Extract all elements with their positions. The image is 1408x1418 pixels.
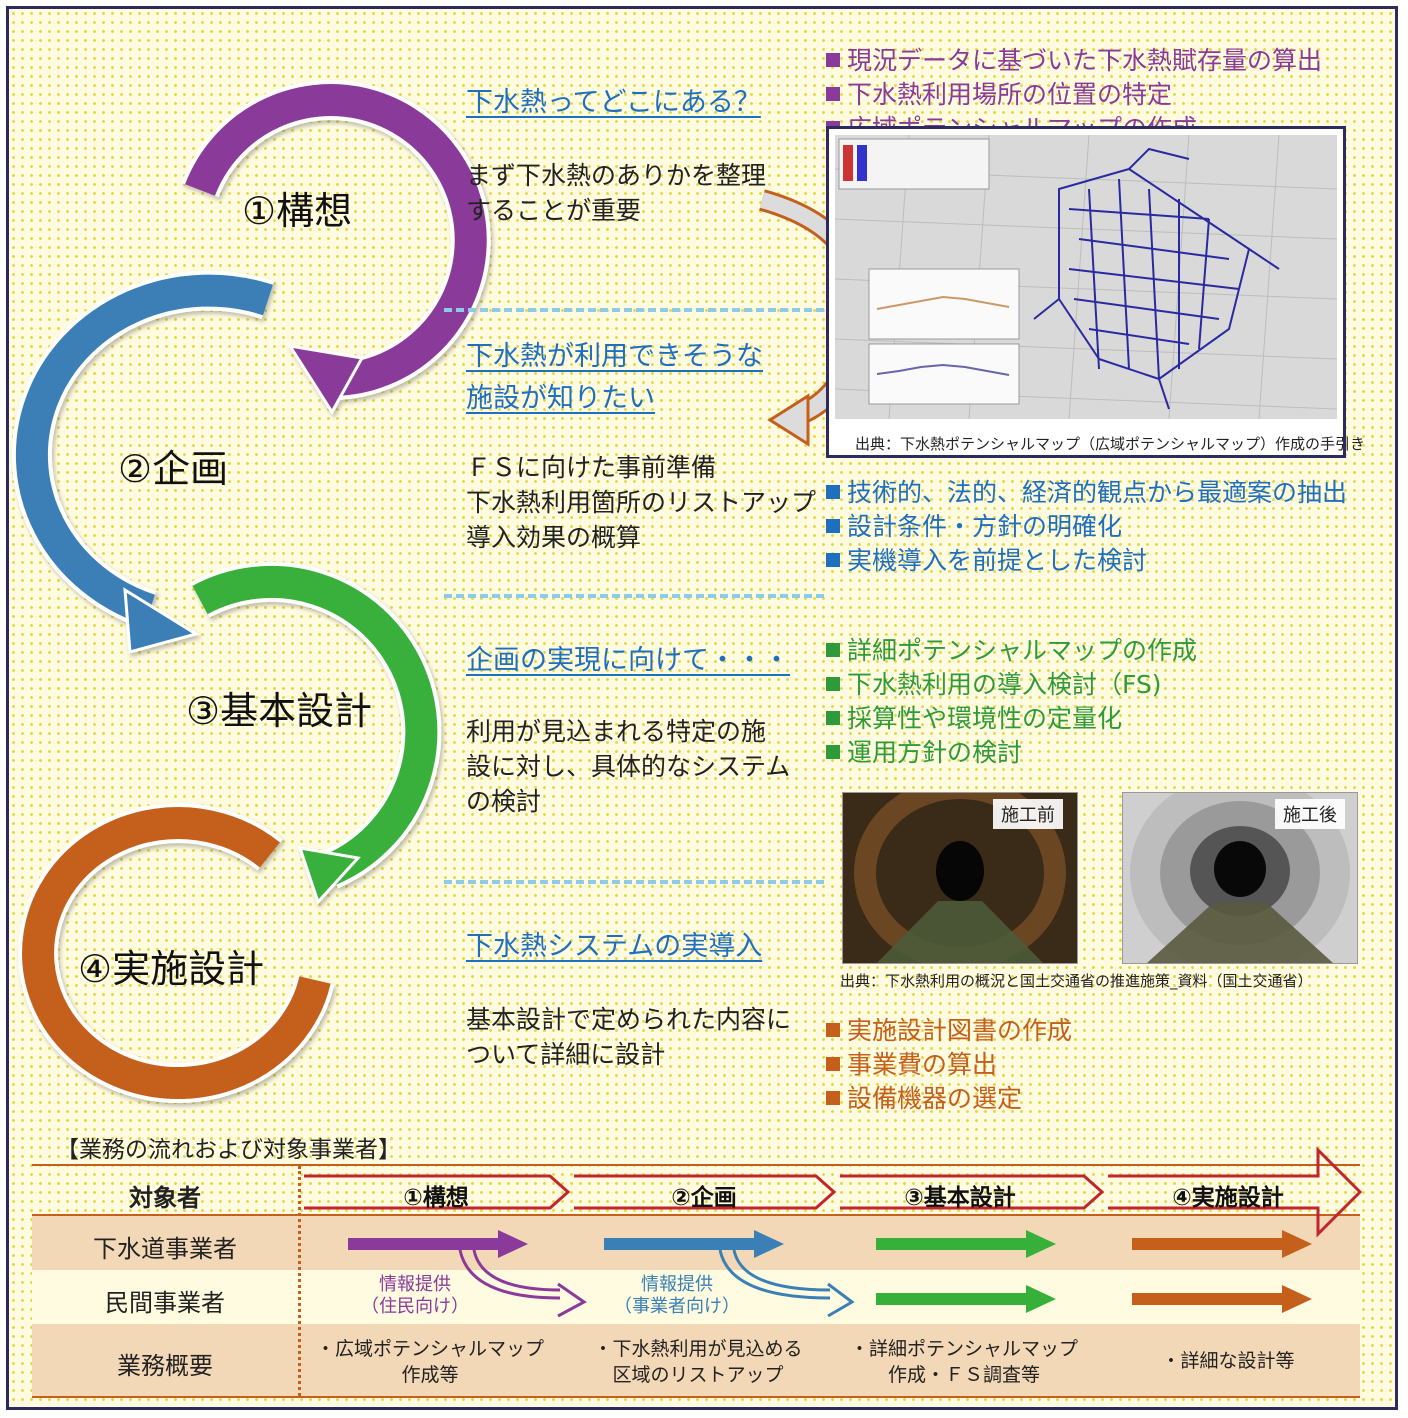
photo-tag-after: 施工後 xyxy=(1275,799,1345,829)
info-provision-businesses: 情報提供 （事業者向け） xyxy=(614,1274,740,1317)
map-caption: 出典：下水熱ポテンシャルマップ（広域ポテンシャルマップ）作成の手引き xyxy=(855,435,1366,453)
phase-header-kikaku: ②企画 xyxy=(671,1185,737,1211)
sewer-pipe-before-image xyxy=(854,793,1066,963)
table-header-rule xyxy=(32,1214,1360,1216)
table-bottom-rule xyxy=(32,1396,1360,1398)
square-bullet-icon xyxy=(826,1023,840,1037)
bullet-item: 運用方針の検討 xyxy=(826,736,1197,770)
arrow-jisshi xyxy=(18,803,335,1103)
description-3: 利用が見込まれる特定の施 設に対し、具体的なシステム の検討 xyxy=(466,717,791,816)
bullet-item: 事業費の算出 xyxy=(826,1048,1072,1082)
bullet-item: 実機導入を前提とした検討 xyxy=(826,544,1347,578)
summary-kihon: ・詳細ポテンシャルマップ 作成・ＦＳ調査等 xyxy=(849,1338,1078,1386)
info-provision-residents: 情報提供 （住民向け） xyxy=(361,1274,469,1317)
square-bullet-icon xyxy=(826,711,840,725)
photo-before-construction: 施工前 xyxy=(842,792,1078,964)
row-label-work-summary: 業務概要 xyxy=(117,1352,213,1380)
potential-map-image xyxy=(834,134,1338,419)
bullet-item: 設備機器の選定 xyxy=(826,1082,1072,1116)
bullets-kihon: 詳細ポテンシャルマップの作成 下水熱利用の導入検討（FS) 採算性や環境性の定量… xyxy=(826,634,1197,770)
row-label-sewer-operator: 下水道事業者 xyxy=(93,1235,237,1263)
phase-header-kihon: ③基本設計 xyxy=(904,1185,1016,1211)
bullet-item: 詳細ポテンシャルマップの作成 xyxy=(826,634,1197,668)
question-2: 下水熱が利用できそうな 施設が知りたい xyxy=(466,341,763,414)
separator-1 xyxy=(444,308,824,312)
stage-label-kousou: ①構想 xyxy=(242,189,353,233)
table-column-divider xyxy=(298,1166,301,1396)
bullet-item: 下水熱利用の導入検討（FS) xyxy=(826,668,1197,702)
description-1: まず下水熱のありかを整理 することが重要 xyxy=(466,161,767,225)
bullet-item: 下水熱利用場所の位置の特定 xyxy=(826,78,1322,112)
description-4: 基本設計で定められた内容に ついて詳細に設計 xyxy=(466,1005,792,1069)
square-bullet-icon xyxy=(826,485,840,499)
square-bullet-icon xyxy=(826,553,840,567)
row-label-private-operator: 民間事業者 xyxy=(105,1289,225,1317)
table-top-rule xyxy=(32,1164,1360,1166)
summary-kikaku: ・下水熱利用が見込める 区域のリストアップ xyxy=(593,1338,803,1386)
square-bullet-icon xyxy=(826,643,840,657)
square-bullet-icon xyxy=(826,745,840,759)
bullet-item: 現況データに基づいた下水熱賦存量の算出 xyxy=(826,44,1322,78)
description-2: ＦＳに向けた事前準備 下水熱利用箇所のリストアップ 導入効果の概算 xyxy=(466,453,817,552)
table-row xyxy=(32,1324,1360,1396)
square-bullet-icon xyxy=(826,1057,840,1071)
sewer-pipe-after-image xyxy=(1130,793,1350,963)
bullet-item: 実施設計図書の作成 xyxy=(826,1014,1072,1048)
summary-jisshi: ・詳細な設計等 xyxy=(1161,1350,1295,1372)
separator-2 xyxy=(444,594,824,598)
question-4: 下水熱システムの実導入 xyxy=(466,931,763,962)
arrow-kousou xyxy=(181,80,491,415)
stage-label-kikaku: ②企画 xyxy=(118,447,229,491)
photo-tag-before: 施工前 xyxy=(993,799,1063,829)
question-1: 下水熱ってどこにある？ xyxy=(466,87,761,118)
square-bullet-icon xyxy=(826,677,840,691)
separator-3 xyxy=(444,880,824,884)
photo-after-construction: 施工後 xyxy=(1122,792,1358,964)
square-bullet-icon xyxy=(826,1091,840,1105)
square-bullet-icon xyxy=(826,519,840,533)
bullet-item: 採算性や環境性の定量化 xyxy=(826,702,1197,736)
summary-kousou: ・広域ポテンシャルマップ 作成等 xyxy=(315,1338,544,1386)
phase-header-jisshi: ④実施設計 xyxy=(1172,1185,1284,1211)
table-header-label: 対象者 xyxy=(129,1184,201,1212)
square-bullet-icon xyxy=(826,87,840,101)
bullets-jisshi: 実施設計図書の作成 事業費の算出 設備機器の選定 xyxy=(826,1014,1072,1116)
arrow-kihon xyxy=(190,561,442,905)
stage-label-jisshi: ④実施設計 xyxy=(78,947,265,991)
question-3: 企画の実現に向けて・・・ xyxy=(466,645,790,676)
potential-map-figure: 出典：下水熱ポテンシャルマップ（広域ポテンシャルマップ）作成の手引き xyxy=(826,126,1365,458)
bullet-item: 設計条件・方針の明確化 xyxy=(826,510,1347,544)
phase-header-kousou: ①構想 xyxy=(403,1185,469,1211)
photo-caption: 出典：下水熱利用の概況と国土交通省の推進施策_資料（国土交通省） xyxy=(840,972,1313,990)
table-title: 【業務の流れおよび対象事業者】 xyxy=(56,1137,401,1163)
bullet-item: 技術的、法的、経済的観点から最適案の抽出 xyxy=(826,476,1347,510)
square-bullet-icon xyxy=(826,53,840,67)
arrow-kikaku xyxy=(11,270,275,654)
bullets-kikaku: 技術的、法的、経済的観点から最適案の抽出 設計条件・方針の明確化 実機導入を前提… xyxy=(826,476,1347,578)
stage-label-kihon: ③基本設計 xyxy=(186,689,373,733)
